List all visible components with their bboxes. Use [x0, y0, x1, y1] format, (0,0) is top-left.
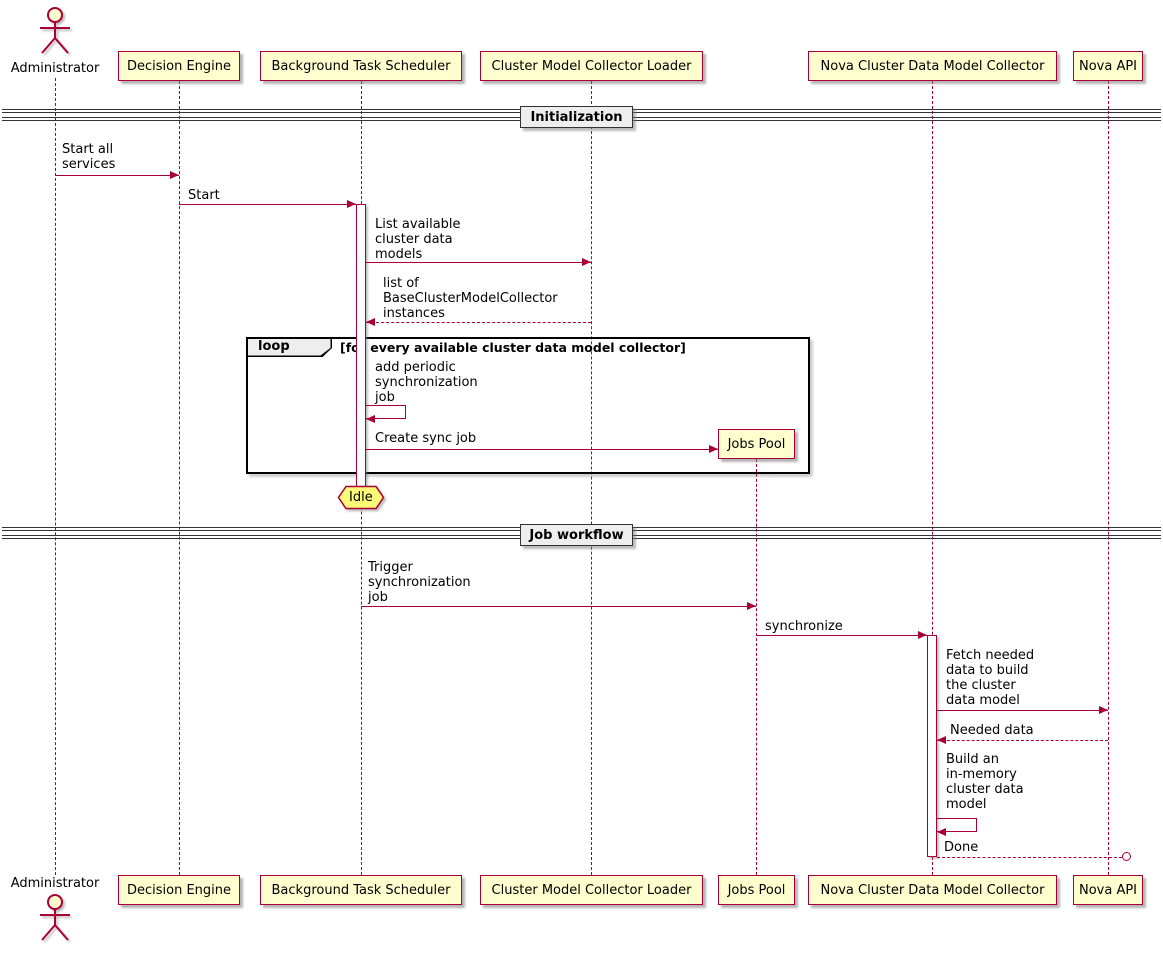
participant-label: Nova API [1078, 882, 1138, 898]
lifeline-nova-cluster-data-model-collector [932, 81, 933, 875]
self-arrow-add-periodic-job [366, 405, 406, 419]
participant-administrator-bottom: Administrator [10, 876, 100, 891]
divider-job-workflow-label: Job workflow [529, 527, 624, 543]
message-needed-data: Needed data [950, 723, 1034, 738]
participant-nova-cluster-data-model-collector-top: Nova Cluster Data Model Collector [808, 51, 1057, 81]
divider-initialization-label: Initialization [530, 109, 623, 125]
participant-label: Cluster Model Collector Loader [491, 58, 692, 74]
message-start: Start [188, 188, 220, 203]
activation-background-task-scheduler [356, 204, 366, 487]
message-create-sync-job: Create sync job [375, 431, 477, 446]
divider-job-workflow: Job workflow [520, 524, 633, 546]
participant-jobs-pool-bottom: Jobs Pool [718, 875, 795, 905]
message-start-all-services: Start all services [62, 142, 116, 172]
participant-label: Nova Cluster Data Model Collector [820, 882, 1045, 898]
participant-decision-engine-bottom: Decision Engine [118, 875, 240, 905]
arrowhead-create-sync-job [709, 445, 718, 453]
loop-header-fill [247, 338, 331, 356]
self-arrow-build-model [937, 818, 977, 832]
arrowhead-synchronize [918, 631, 927, 639]
arrow-trigger-sync-job [361, 606, 756, 607]
arrow-needed-data [937, 740, 1108, 741]
message-list-of-instances: list of BaseClusterModelCollector instan… [383, 276, 558, 321]
arrow-list-of-instances [366, 322, 591, 323]
message-build-model: Build an in-memory cluster data model [946, 752, 1024, 812]
loop-condition: [for every available cluster data model … [340, 340, 686, 355]
lifeline-decision-engine [179, 81, 180, 875]
message-done: Done [944, 840, 979, 855]
activation-nova-cluster-data-model-collector [927, 635, 937, 857]
administrator-actor-icon-bottom [37, 893, 73, 947]
arrowhead-needed-data [937, 736, 946, 744]
participant-nova-cluster-data-model-collector-bottom: Nova Cluster Data Model Collector [808, 875, 1057, 905]
participant-label: Nova API [1078, 58, 1138, 74]
participant-jobs-pool-created: Jobs Pool [718, 429, 795, 459]
participant-label: Cluster Model Collector Loader [491, 882, 692, 898]
participant-label: Jobs Pool [727, 882, 786, 898]
divider-initialization: Initialization [520, 106, 633, 128]
lifeline-administrator [55, 78, 56, 875]
participant-nova-api-top: Nova API [1073, 51, 1143, 81]
lifeline-jobs-pool [756, 459, 757, 875]
administrator-actor-icon [37, 6, 73, 60]
arrow-synchronize [756, 635, 927, 636]
participant-label: Nova Cluster Data Model Collector [820, 58, 1045, 74]
idle-state-label: Idle [349, 490, 373, 505]
message-trigger-sync-job: Trigger synchronization job [368, 560, 471, 605]
participant-label: Decision Engine [126, 58, 232, 74]
arrowhead-start-all-services [170, 171, 179, 179]
arrowhead-add-periodic-job [366, 415, 375, 423]
participant-background-task-scheduler-bottom: Background Task Scheduler [260, 875, 462, 905]
arrow-start [179, 204, 356, 205]
arrow-start-all-services [55, 175, 179, 176]
message-synchronize: synchronize [765, 619, 843, 634]
participant-label: Decision Engine [126, 882, 232, 898]
participant-nova-api-bottom: Nova API [1073, 875, 1143, 905]
participant-label: Background Task Scheduler [271, 882, 451, 898]
loop-frame [246, 337, 810, 474]
idle-state-hexagon [337, 485, 385, 514]
arrowhead-build-model [937, 828, 946, 836]
message-fetch-needed-data: Fetch needed data to build the cluster d… [946, 648, 1035, 708]
participant-label: Background Task Scheduler [271, 58, 451, 74]
arrow-done-circle-end [1122, 852, 1131, 861]
participant-cluster-model-collector-loader-top: Cluster Model Collector Loader [480, 51, 703, 81]
arrow-done [937, 857, 1122, 858]
arrow-list-available-models [366, 262, 591, 263]
arrowhead-fetch-needed-data [1099, 706, 1108, 714]
arrowhead-list-available-models [582, 258, 591, 266]
arrowhead-start [347, 200, 356, 208]
loop-frame-header: loop [246, 337, 332, 357]
loop-keyword: loop [258, 339, 290, 354]
participant-decision-engine-top: Decision Engine [118, 51, 240, 81]
message-list-available-models: List available cluster data models [375, 217, 461, 262]
participant-background-task-scheduler-top: Background Task Scheduler [260, 51, 462, 81]
arrow-fetch-needed-data [937, 710, 1108, 711]
lifeline-nova-api [1108, 81, 1109, 875]
participant-administrator-top: Administrator [10, 61, 100, 76]
message-add-periodic-job: add periodic synchronization job [375, 360, 478, 405]
participant-cluster-model-collector-loader-bottom: Cluster Model Collector Loader [480, 875, 703, 905]
arrowhead-list-of-instances [366, 318, 375, 326]
lifeline-cluster-model-collector-loader [591, 81, 592, 875]
arrowhead-trigger-sync-job [747, 602, 756, 610]
arrow-create-sync-job [366, 449, 718, 450]
participant-label: Jobs Pool [727, 436, 786, 452]
